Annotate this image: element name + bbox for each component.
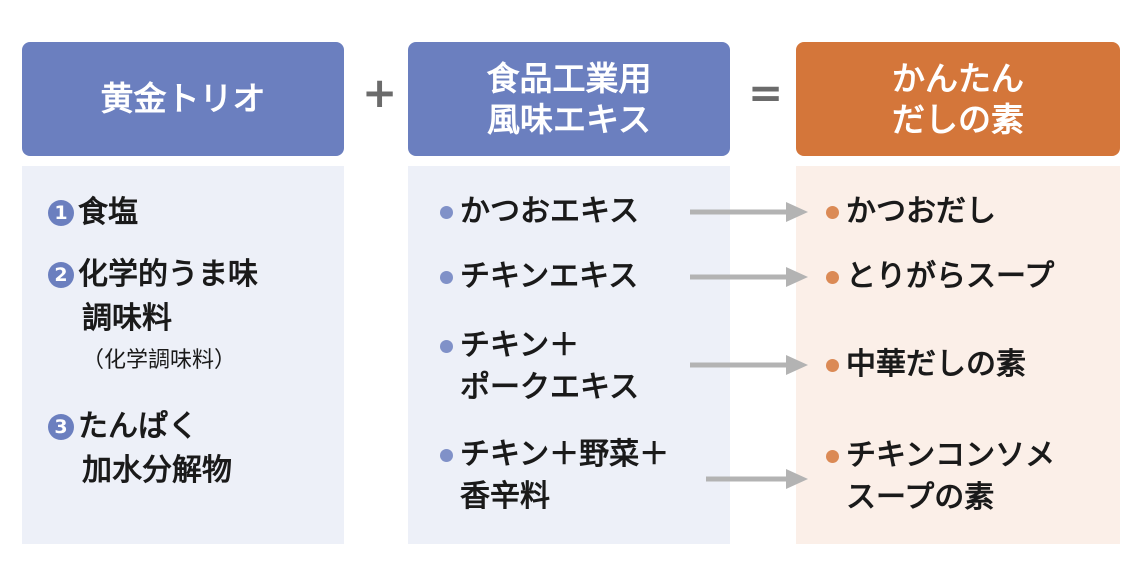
trio-item-3-line1: たんぱく xyxy=(78,409,198,444)
header-easy-dashi: かんたん だしの素 xyxy=(796,42,1120,156)
bullet-dot xyxy=(826,359,839,372)
panel-golden-trio xyxy=(22,166,344,544)
bullet-dot xyxy=(826,271,839,284)
number-badge-3: 3 xyxy=(48,414,74,440)
header-easy-dashi-line1: かんたん xyxy=(892,58,1024,98)
equals-sign: = xyxy=(748,68,784,117)
trio-item-2-note: （化学調味料） xyxy=(82,348,237,373)
dashi-item-2: とりがらスープ xyxy=(846,259,1055,294)
arrow-1 xyxy=(690,202,808,222)
bullet-dot xyxy=(440,449,453,462)
arrow-3-head xyxy=(786,355,808,375)
extract-item-3-line1: チキン＋ xyxy=(460,328,580,363)
trio-item-3-line2: 加水分解物 xyxy=(82,453,232,488)
trio-item-2-line1: 化学的うま味 xyxy=(78,257,258,292)
arrow-1-head xyxy=(786,202,808,222)
header-flavor-extract: 食品工業用 風味エキス xyxy=(408,42,730,156)
number-badge-1: 1 xyxy=(48,200,74,226)
arrow-4 xyxy=(706,469,808,489)
header-easy-dashi-line2: だしの素 xyxy=(892,100,1024,139)
arrow-4-head xyxy=(786,469,808,489)
header-flavor-extract-line1: 食品工業用 xyxy=(486,58,652,98)
extract-item-4-line1: チキン＋野菜＋ xyxy=(460,437,670,472)
arrow-2 xyxy=(690,267,808,287)
extract-item-2: チキンエキス xyxy=(460,259,639,294)
panel-easy-dashi xyxy=(796,166,1120,544)
number-badge-2: 2 xyxy=(48,262,74,288)
bullet-dot xyxy=(440,271,453,284)
bullet-dot xyxy=(440,340,453,353)
header-flavor-extract-line2: 風味エキス xyxy=(486,100,651,139)
bullet-dot xyxy=(826,206,839,219)
bullet-dot xyxy=(440,206,453,219)
dashi-item-4-line1: チキンコンソメ xyxy=(846,438,1056,473)
plus-sign: + xyxy=(362,68,398,117)
extract-item-1: かつおエキス xyxy=(460,194,640,229)
dashi-item-4-line2: スープの素 xyxy=(846,480,995,515)
dashi-item-1: かつおだし xyxy=(846,194,996,229)
arrow-3 xyxy=(690,355,808,375)
header-golden-trio: 黄金トリオ xyxy=(22,42,344,156)
bullet-dot xyxy=(826,450,839,463)
extract-item-3-line2: ポークエキス xyxy=(460,370,640,405)
panel-flavor-extract xyxy=(408,166,730,544)
trio-item-2-line2: 調味料 xyxy=(82,301,172,336)
trio-item-1-line1: 食塩 xyxy=(78,195,138,230)
header-golden-trio-label: 黄金トリオ xyxy=(100,79,266,119)
arrow-2-head xyxy=(786,267,808,287)
extract-item-4-line2: 香辛料 xyxy=(460,479,550,514)
dashi-item-3: 中華だしの素 xyxy=(846,347,1026,382)
